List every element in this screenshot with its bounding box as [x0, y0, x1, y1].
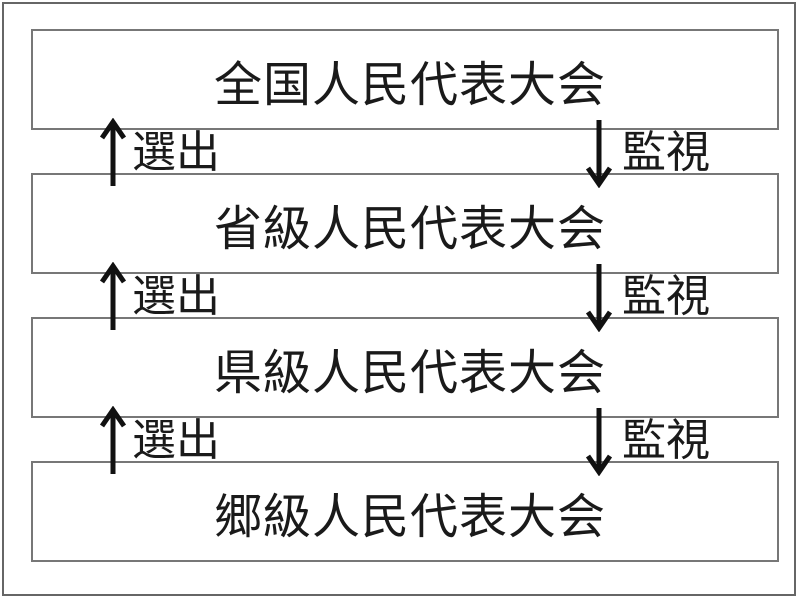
- election-relation-1: 選出: [100, 118, 220, 188]
- supervision-label: 監視: [622, 415, 710, 466]
- up-arrow-icon: [100, 118, 126, 188]
- down-arrow-icon: [586, 262, 612, 332]
- supervision-relation-3: 監視: [586, 406, 710, 476]
- supervision-label: 監視: [622, 127, 710, 178]
- election-label: 選出: [132, 415, 220, 466]
- level-label-provincial: 省級人民代表大会: [213, 200, 606, 257]
- supervision-relation-1: 監視: [586, 118, 710, 188]
- up-arrow-icon: [100, 406, 126, 476]
- election-label: 選出: [132, 127, 220, 178]
- down-arrow-icon: [586, 406, 612, 476]
- supervision-relation-2: 監視: [586, 262, 710, 332]
- election-label: 選出: [132, 271, 220, 322]
- level-box-provincial: 省級人民代表大会: [31, 173, 779, 274]
- election-relation-2: 選出: [100, 262, 220, 332]
- level-box-county: 県級人民代表大会: [31, 317, 779, 418]
- level-label-township: 郷級人民代表大会: [213, 488, 606, 545]
- level-label-national: 全国人民代表大会: [213, 56, 606, 113]
- up-arrow-icon: [100, 262, 126, 332]
- election-relation-3: 選出: [100, 406, 220, 476]
- level-box-national: 全国人民代表大会: [31, 29, 779, 130]
- supervision-label: 監視: [622, 271, 710, 322]
- down-arrow-icon: [586, 118, 612, 188]
- level-label-county: 県級人民代表大会: [213, 344, 606, 401]
- level-box-township: 郷級人民代表大会: [31, 461, 779, 562]
